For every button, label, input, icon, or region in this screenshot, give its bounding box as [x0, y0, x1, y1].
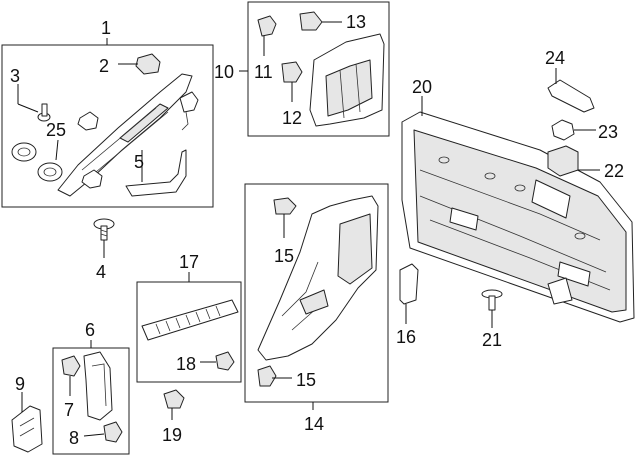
group-10-quarter-trim — [239, 1, 390, 137]
trim-strip-5 — [125, 149, 187, 197]
callout-7: 7 — [64, 400, 74, 420]
push-pin-21 — [481, 289, 503, 311]
clip-11 — [257, 15, 277, 37]
group-14-lower-trim — [244, 183, 389, 410]
callout-24: 24 — [545, 48, 565, 68]
clip-13 — [299, 11, 323, 31]
clip-12 — [281, 61, 303, 83]
callout-22: 22 — [604, 161, 624, 181]
group-14-box — [244, 183, 389, 403]
clip-19 — [163, 389, 185, 409]
screw-3 — [37, 103, 51, 122]
nut-23 — [551, 119, 575, 141]
callout-4: 4 — [96, 262, 106, 282]
callout-25: 25 — [46, 120, 66, 140]
callout-5: 5 — [134, 152, 144, 172]
trim-piece-9 — [11, 405, 43, 453]
callout-20: 20 — [412, 77, 432, 97]
clip-7 — [61, 355, 81, 377]
callout-10: 10 — [214, 62, 234, 82]
callout-23: 23 — [598, 122, 618, 142]
clip-18 — [215, 351, 235, 371]
callout-6: 6 — [85, 320, 95, 340]
screw-4 — [93, 218, 115, 241]
bracket-16 — [399, 263, 419, 305]
callout-2: 2 — [99, 56, 109, 76]
callout-12: 12 — [282, 108, 302, 128]
handle-cap — [179, 91, 199, 113]
callout-17: 17 — [179, 252, 199, 272]
nut-lower — [81, 169, 103, 189]
clip-15-lower — [257, 365, 277, 387]
callout-13: 13 — [346, 12, 366, 32]
callout-16: 16 — [396, 327, 416, 347]
scuff-plate — [141, 299, 239, 341]
callout-8: 8 — [69, 428, 79, 448]
callout-11: 11 — [254, 62, 273, 82]
callout-15-lower: 15 — [296, 370, 316, 390]
clip-25-pair — [11, 142, 63, 182]
bracket-6 — [83, 351, 113, 421]
cap-22 — [547, 145, 579, 177]
callout-14: 14 — [304, 414, 324, 434]
group-1-pillar-trim — [1, 38, 214, 208]
callout-15-upper: 15 — [274, 246, 294, 266]
handle-24 — [547, 79, 595, 113]
callout-1: 1 — [101, 18, 111, 38]
callout-9: 9 — [15, 374, 25, 394]
back-wall-panel-20 — [401, 111, 635, 323]
callout-18: 18 — [176, 354, 196, 374]
group-6-bracket — [52, 340, 130, 455]
clip-2 — [135, 53, 161, 75]
callout-3: 3 — [10, 66, 20, 86]
group-17-scuff-plate — [136, 272, 242, 383]
callout-19: 19 — [162, 425, 182, 445]
clip-15-upper — [273, 197, 297, 215]
callout-21: 21 — [482, 330, 502, 350]
nut-upper — [77, 111, 99, 131]
group-10-box — [247, 1, 390, 137]
clip-8 — [103, 421, 123, 443]
